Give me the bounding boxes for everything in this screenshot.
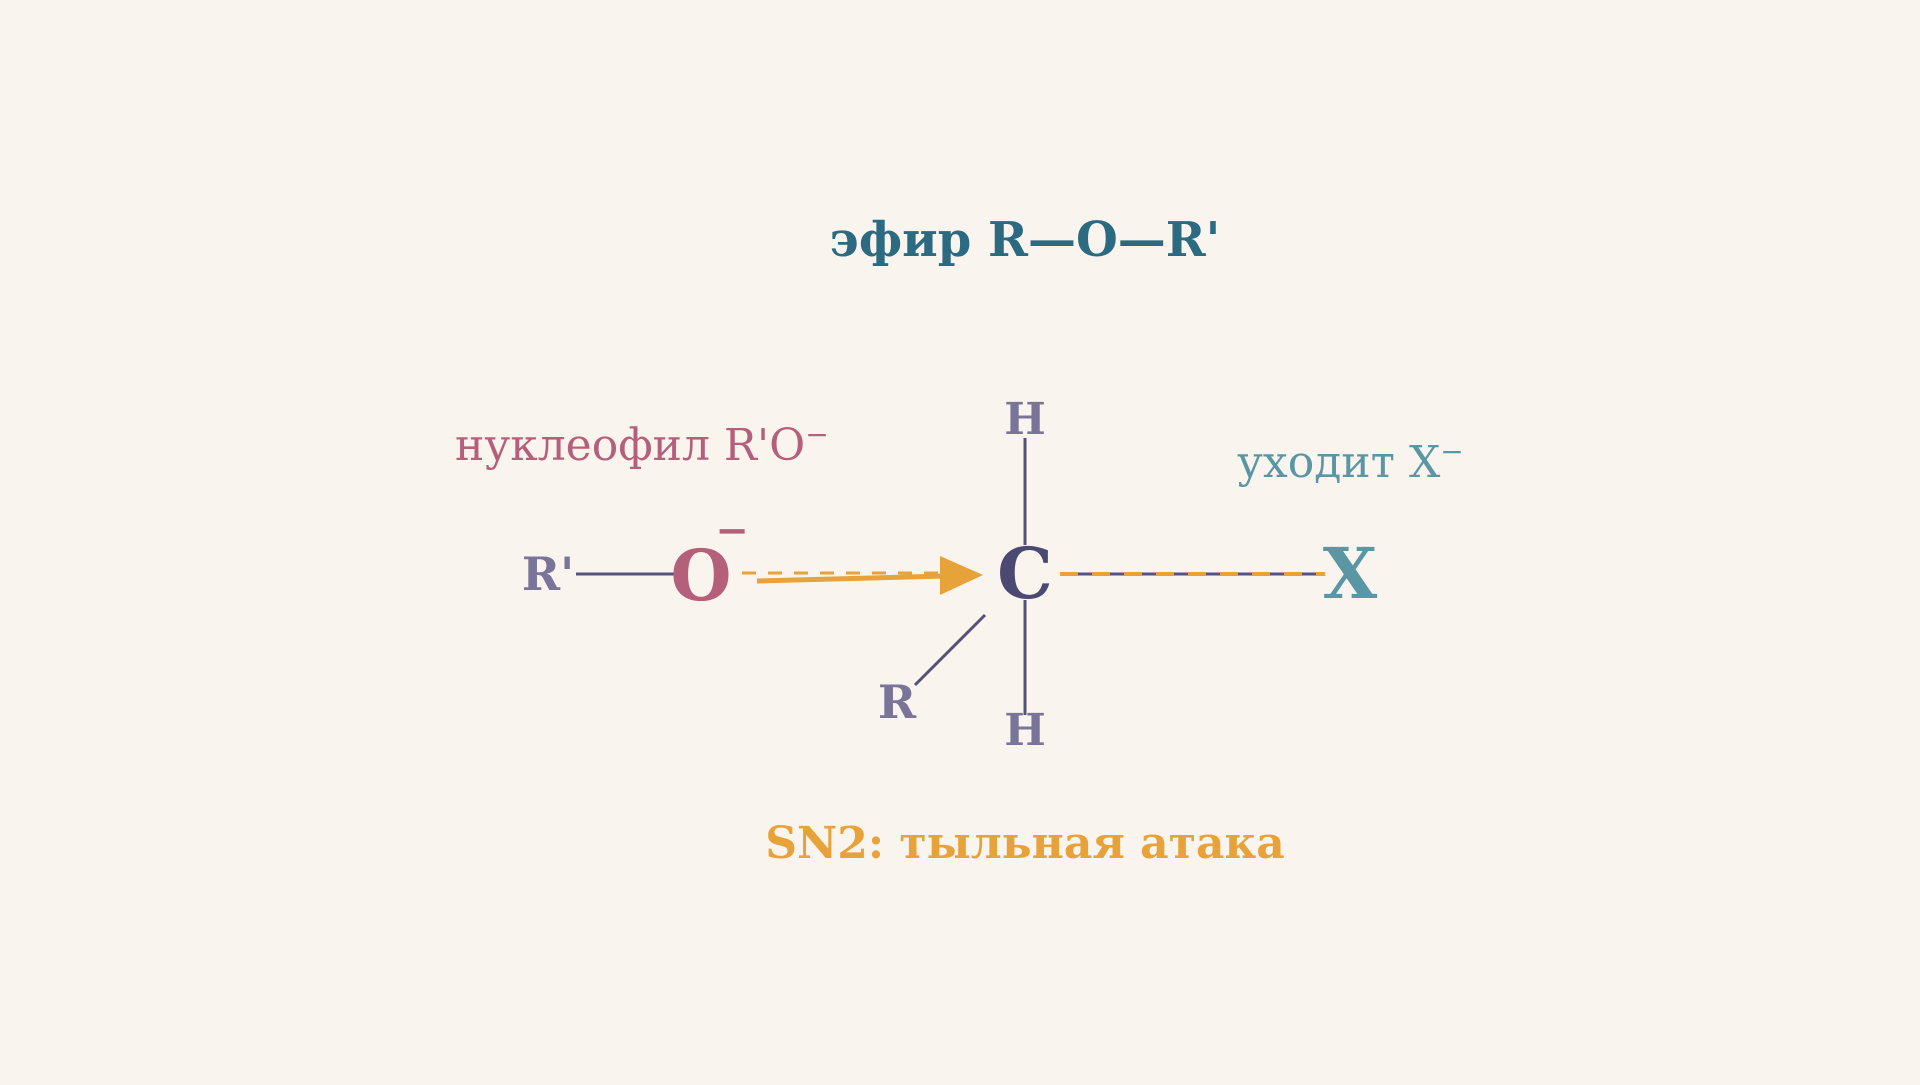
diagram-title: эфир R—O—R' [830,212,1221,268]
atom-leaving-group: X [1323,532,1378,615]
bond-carbon-r [913,613,987,687]
attack-arrow-shaft [756,573,946,584]
atom-h-bottom: H [1004,705,1046,756]
oxygen-charge: − [715,507,749,554]
leaving-label-text: уходит X [1237,437,1441,488]
nucleophile-label: нуклеофил R'O− [455,418,829,471]
atom-r-prime: R' [522,547,574,601]
attack-arrow-head [940,556,983,595]
atom-r: R [878,675,917,729]
leaving-label-charge: − [1440,435,1463,468]
atom-h-top: H [1004,394,1046,445]
leaving-label: уходит X− [1237,435,1464,488]
nucleophile-label-charge: − [805,418,828,451]
nucleophile-label-text: нуклеофил R'O [455,420,805,471]
atom-carbon: C [997,532,1053,615]
atom-oxygen: O [671,534,732,617]
mechanism-caption: SN2: тыльная атака [765,818,1285,869]
